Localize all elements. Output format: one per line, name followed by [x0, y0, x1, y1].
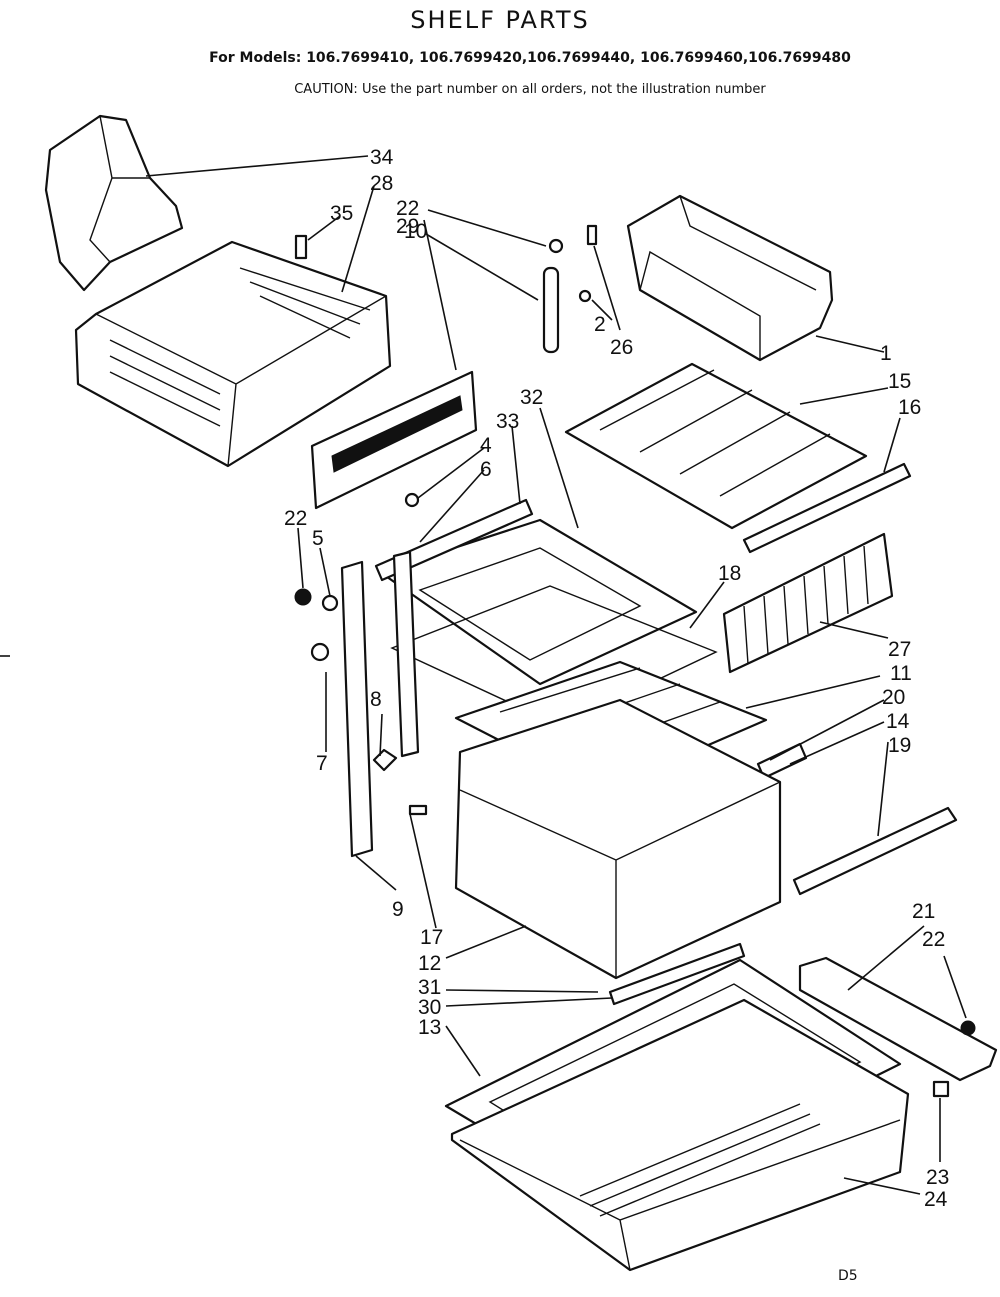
callout-23: 23: [926, 1166, 949, 1189]
callout-34: 34: [370, 146, 394, 169]
callout-24: 24: [924, 1188, 948, 1211]
part-35-screw: [294, 234, 308, 260]
part-14-bar: [756, 742, 808, 780]
callout-32: 32: [520, 386, 543, 409]
callout-22-mid: 22: [284, 507, 307, 530]
part-16-rail: [742, 462, 912, 554]
callout-15: 15: [888, 370, 911, 393]
part-29-panel: [310, 370, 478, 510]
callout-2: 2: [594, 313, 606, 336]
part-30-strip: [608, 942, 746, 1006]
callout-5: 5: [312, 527, 324, 550]
callout-27: 27: [888, 638, 911, 661]
part-12-drawer: [454, 698, 782, 980]
callout-16: 16: [898, 396, 921, 419]
part-22-nut: [294, 492, 420, 662]
caution-line: CAUTION: Use the part number on all orde…: [294, 82, 766, 97]
part-28-basket: [74, 240, 392, 468]
part-27-grid: [722, 532, 894, 674]
part-17-bracket: [372, 748, 428, 816]
callout-29: 29: [396, 215, 419, 238]
callout-14: 14: [886, 710, 910, 733]
models-line: For Models: 106.7699410, 106.7699420,106…: [209, 50, 851, 66]
callout-12: 12: [418, 952, 441, 975]
callout-19: 19: [888, 734, 911, 757]
callout-20: 20: [882, 686, 905, 709]
callout-26: 26: [610, 336, 633, 359]
callout-28: 28: [370, 172, 393, 195]
callout-17: 17: [420, 926, 443, 949]
callout-22-top: 22: [396, 197, 419, 220]
callout-31: 31: [418, 976, 441, 999]
part-18-frame: [390, 585, 718, 727]
part-15-shelf: [564, 362, 868, 530]
callout-4: 4: [480, 434, 492, 457]
part-19-rod: [792, 806, 958, 896]
callout-8: 8: [370, 688, 382, 711]
callout-33: 33: [496, 410, 519, 433]
callout-30: 30: [418, 996, 441, 1019]
part-23-screw: [932, 1020, 976, 1098]
callout-9: 9: [392, 898, 404, 921]
callout-6: 6: [480, 458, 492, 481]
callout-1: 1: [880, 342, 892, 365]
callout-35: 35: [330, 202, 353, 225]
part-10-pin: [542, 224, 598, 354]
callout-21: 21: [912, 900, 935, 923]
part-34-cover: [44, 114, 184, 292]
page-title: SHELF PARTS: [410, 6, 590, 34]
page-code: D5: [838, 1268, 858, 1284]
part-33-rail: [374, 498, 534, 582]
part-32-shelf: [378, 518, 698, 686]
leader-lines: [145, 155, 967, 1195]
callout-11: 11: [890, 662, 912, 685]
callout-labels: 34 28 35 29 22 10 2 26 1 15 16 32 33 4 6…: [284, 146, 949, 1211]
part-9-support: [340, 550, 420, 858]
callout-10: 10: [404, 220, 427, 243]
callout-13: 13: [418, 1016, 441, 1039]
callout-22-bottom: 22: [922, 928, 945, 951]
part-1-pan: [626, 194, 834, 362]
part-24-pan: [450, 998, 910, 1272]
callout-18: 18: [718, 562, 741, 585]
callout-7: 7: [316, 752, 328, 775]
